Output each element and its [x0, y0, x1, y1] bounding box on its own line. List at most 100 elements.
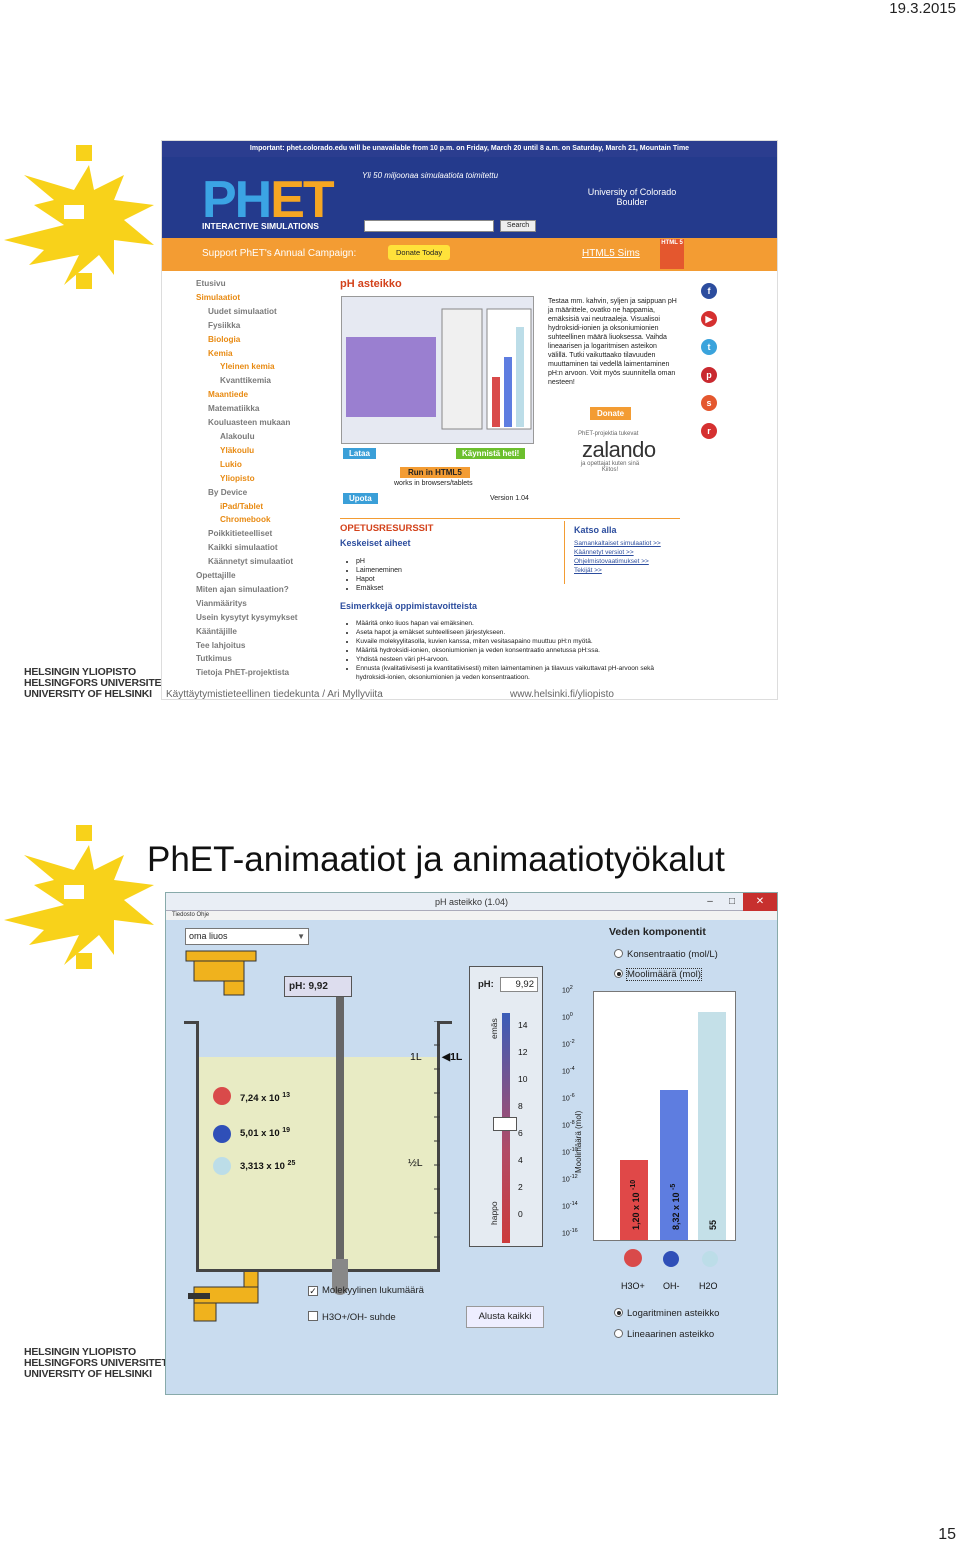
search-button[interactable]: Search	[500, 220, 536, 232]
y-tick-label: 10-10	[562, 1147, 578, 1157]
oh-count: 5,01 x 10 19	[240, 1127, 291, 1140]
download-button[interactable]: Lataa	[343, 448, 376, 459]
y-tick-label: 10-2	[562, 1039, 575, 1049]
sim-thumbnail[interactable]	[341, 296, 534, 444]
solution-select[interactable]: oma liuos▼	[185, 928, 309, 945]
list-item: Aseta hapot ja emäkset suhteelliseen jär…	[356, 628, 686, 637]
run-html5-button[interactable]: Run in HTML5	[400, 467, 470, 478]
sidebar-item[interactable]: Chromebook	[220, 515, 271, 525]
water-faucet-icon[interactable]	[184, 949, 264, 999]
social-icons: f ▶ t p s r	[701, 283, 717, 451]
sidebar-item[interactable]: Tutkimus	[196, 654, 232, 664]
sidebar-item[interactable]: Matematiikka	[208, 404, 260, 414]
water-components-heading: Veden komponentit	[609, 926, 706, 938]
run-now-button[interactable]: Käynnistä heti!	[456, 448, 526, 459]
reddit-icon[interactable]: r	[701, 423, 717, 439]
oh-bar[interactable]	[660, 1090, 688, 1240]
ph-tick: 12	[518, 1047, 528, 1057]
sidebar-item[interactable]: Lukio	[220, 459, 242, 469]
sidebar-item[interactable]: Käännetyt simulaatiot	[208, 557, 294, 567]
sidebar-item[interactable]: Miten ajan simulaation?	[196, 584, 289, 594]
ph-label: pH:	[478, 979, 494, 990]
sidebar-item[interactable]: Tee lahjoitus	[196, 640, 246, 650]
ph-value-field[interactable]: 9,92	[500, 977, 538, 992]
ratio-checkbox[interactable]: H3O+/OH- suhde	[308, 1311, 396, 1323]
credits-link[interactable]: Tekijät >>	[574, 567, 602, 574]
university-logo-icon	[4, 825, 154, 969]
translations-link[interactable]: Käännetyt versiot >>	[574, 549, 634, 556]
youtube-icon[interactable]: ▶	[701, 311, 717, 327]
sidebar-item[interactable]: Poikkitieteelliset	[208, 529, 273, 539]
sidebar-item[interactable]: Kvanttikemia	[220, 376, 271, 386]
reset-all-button[interactable]: Alusta kaikki	[466, 1306, 544, 1328]
version-text: Version 1.04	[490, 495, 529, 502]
sidebar-item[interactable]: Kouluasteen mukaan	[208, 418, 291, 428]
sidebar-item[interactable]: Yläkoulu	[220, 445, 255, 455]
sidebar-item[interactable]: Kaikki simulaatiot	[208, 543, 278, 553]
requirements-link[interactable]: Ohjelmistovaatimukset >>	[574, 558, 649, 565]
donate-today-button[interactable]: Donate Today	[388, 245, 451, 260]
sidebar-item[interactable]: Opettajille	[196, 571, 236, 581]
sim-description: Testaa mm. kahvin, syljen ja saippuan pH…	[548, 298, 677, 386]
sidebar-item[interactable]: Yleinen kemia	[220, 362, 275, 372]
window-titlebar[interactable]: pH asteikko (1.04) – □ ✕	[166, 893, 777, 911]
phet-logo[interactable]: PHET	[202, 171, 335, 229]
molecule-count-checkbox[interactable]: ✓Molekyylinen lukumäärä	[308, 1285, 424, 1296]
linear-scale-radio[interactable]: Lineaarinen asteikko	[614, 1329, 714, 1340]
sidebar-item[interactable]: Etusivu	[196, 279, 226, 288]
sidebar-item[interactable]: Fysiikka	[208, 320, 241, 330]
concentration-radio[interactable]: Konsentraatio (mol/L)	[614, 949, 718, 960]
sim-canvas: oma liuos▼ pH: 9,92 1L	[166, 921, 777, 1394]
sidebar-item[interactable]: Yliopisto	[220, 473, 255, 483]
base-label: emäs	[489, 1018, 499, 1039]
sidebar-item[interactable]: Kääntäjille	[196, 626, 237, 636]
twitter-icon[interactable]: t	[701, 339, 717, 355]
h3o-count: 7,24 x 10 13	[240, 1092, 291, 1105]
maximize-icon[interactable]: □	[728, 896, 736, 907]
sidebar-item[interactable]: Biologia	[208, 334, 241, 344]
minimize-icon[interactable]: –	[707, 896, 713, 907]
volume-marker-1l[interactable]: ◀1L	[442, 1051, 463, 1063]
sidebar-item[interactable]: Kemia	[208, 348, 233, 358]
zalando-logo[interactable]: zalando	[582, 437, 656, 462]
h3o-bar[interactable]	[620, 1160, 648, 1240]
donate-button[interactable]: Donate	[590, 407, 632, 420]
sidebar-item[interactable]: Tietoja PhET-projektista	[196, 668, 290, 678]
h3o-molecule-icon	[624, 1249, 642, 1267]
page-number: 15	[938, 1526, 956, 1543]
beaker-bottom	[196, 1269, 440, 1272]
sidebar-item[interactable]: By Device	[208, 487, 248, 497]
sidebar-item[interactable]: Uudet simulaatiot	[208, 306, 277, 316]
log-scale-radio[interactable]: Logaritminen asteikko	[614, 1308, 719, 1319]
sidebar-item[interactable]: iPad/Tablet	[220, 501, 264, 511]
moles-radio[interactable]: Moolimäärä (mol)	[614, 968, 702, 981]
ph-tick: 6	[518, 1128, 523, 1138]
y-tick-label: 10-14	[562, 1201, 578, 1211]
footer-faculty: Käyttäytymistieteellinen tiedekunta / Ar…	[166, 689, 383, 700]
search-input[interactable]	[364, 220, 494, 232]
stumbleupon-icon[interactable]: s	[701, 395, 717, 411]
ph-probe[interactable]	[336, 997, 344, 1259]
h2o-bar	[698, 1012, 726, 1240]
pinterest-icon[interactable]: p	[701, 367, 717, 383]
sidebar-item[interactable]: Vianmääritys	[196, 598, 247, 608]
close-icon[interactable]: ✕	[743, 893, 777, 911]
sidebar-item[interactable]: Usein kysytyt kysymykset	[196, 612, 298, 622]
ph-slider-handle[interactable]	[493, 1117, 517, 1131]
related-sims-link[interactable]: Samankaltaiset simulaatiot >>	[574, 540, 661, 547]
drain-faucet-icon[interactable]	[184, 1267, 264, 1327]
sidebar-item[interactable]: Maantiede	[208, 390, 249, 400]
sidebar-item[interactable]: Simulaatiot	[196, 292, 241, 302]
facebook-icon[interactable]: f	[701, 283, 717, 299]
oh-molecule-icon	[663, 1251, 679, 1267]
html5-sims-link[interactable]: HTML5 Sims	[582, 248, 640, 259]
sidebar-item[interactable]: Alakoulu	[220, 431, 255, 441]
embed-button[interactable]: Upota	[343, 493, 378, 504]
list-item: Määritä onko liuos hapan vai emäksinen.	[356, 619, 686, 628]
tagline: Yli 50 miljoonaa simulaatiota toimitettu	[362, 171, 499, 180]
cu-boulder-logo[interactable]: University of Colorado Boulder	[587, 187, 677, 207]
menu-bar[interactable]: Tiedosto Ohje	[166, 911, 777, 920]
ph-probe-tip[interactable]	[332, 1259, 348, 1295]
topics-list: pH Laimeneminen Hapot Emäkset	[356, 557, 402, 593]
